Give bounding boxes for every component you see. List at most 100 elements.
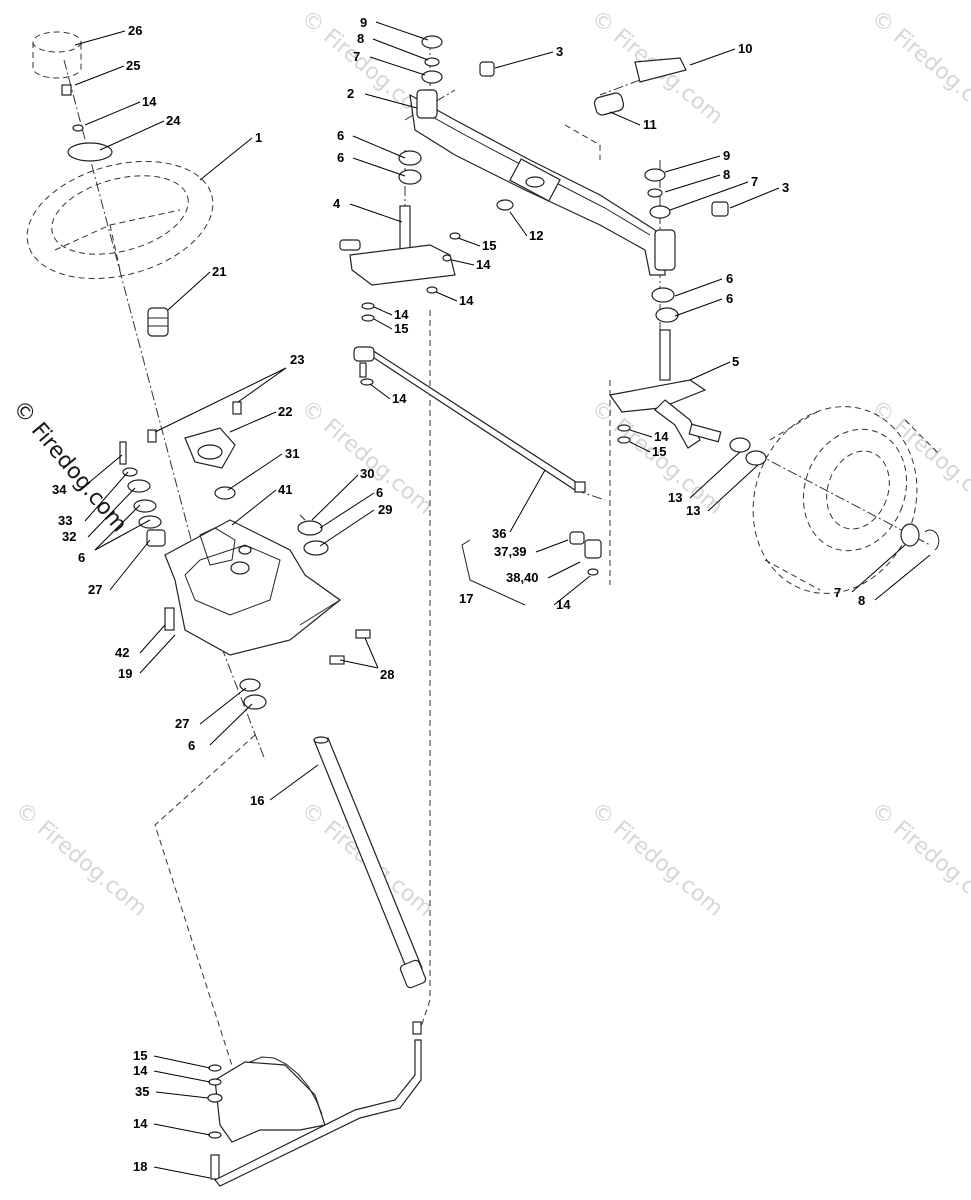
callout-label: 4	[333, 196, 341, 211]
leader-line	[729, 187, 780, 209]
leader-line	[352, 135, 406, 159]
callout-label: 6	[188, 738, 195, 753]
leader-line	[369, 56, 426, 76]
leader-line	[167, 271, 211, 311]
leader-line	[99, 120, 165, 151]
callout-label: 21	[212, 264, 226, 279]
callout-label: 26	[128, 23, 142, 38]
leader-line	[139, 634, 176, 674]
callout-label: 27	[88, 582, 102, 597]
leader-line	[154, 367, 287, 433]
leader-line	[509, 469, 546, 533]
leader-line	[153, 1070, 211, 1083]
callout-label: 15	[482, 238, 496, 253]
callout-label: 13	[686, 503, 700, 518]
leader-line	[457, 237, 481, 247]
drag-link	[214, 1039, 422, 1187]
steering-wheel-assembly	[26, 31, 214, 337]
callout-label: 14	[394, 307, 409, 322]
callout-label: 14	[476, 257, 491, 272]
leader-line	[689, 48, 736, 66]
callout-label: 42	[115, 645, 129, 660]
watermark: © Firedog.com	[586, 797, 727, 921]
leader-line	[609, 111, 641, 126]
callout-label: 41	[278, 482, 292, 497]
callout-label: 15	[652, 444, 666, 459]
callout-label: 15	[133, 1048, 147, 1063]
spindle-left-top	[416, 89, 438, 119]
callout-label: 38,40	[506, 570, 539, 585]
callout-label: 22	[278, 404, 292, 419]
callout-label: 33	[58, 513, 72, 528]
callout-label: 34	[52, 482, 67, 497]
leader-lines	[74, 21, 931, 1179]
callout-label: 37,39	[494, 544, 527, 559]
right-spindle	[608, 287, 767, 466]
leader-line	[352, 157, 406, 177]
callout-label: 6	[726, 271, 733, 286]
callout-label: 3	[782, 180, 789, 195]
leader-line	[375, 21, 429, 41]
leader-line	[311, 474, 359, 521]
tie-rod	[353, 346, 587, 493]
callout-label: 3	[556, 44, 563, 59]
callout-label: 36	[492, 526, 506, 541]
flange-bushing	[239, 678, 261, 692]
leader-line	[84, 471, 129, 522]
callout-label: 24	[166, 113, 181, 128]
leader-line	[451, 259, 475, 266]
leader-line	[629, 429, 653, 438]
callout-label: 10	[738, 41, 752, 56]
leader-line	[269, 764, 319, 801]
callout-label: 32	[62, 529, 76, 544]
watermark: © Firedog.com	[866, 5, 971, 129]
steering-cap	[32, 31, 82, 53]
callout-label: 25	[126, 58, 140, 73]
callout-label: 6	[726, 291, 733, 306]
callout-label: 31	[285, 446, 299, 461]
washer	[72, 124, 84, 132]
leader-line	[509, 211, 528, 237]
leader-line	[339, 659, 379, 669]
leader-line	[319, 509, 375, 547]
callout-label: 15	[394, 321, 408, 336]
leader-line	[874, 554, 931, 601]
callout-label: 14	[556, 597, 571, 612]
leader-line	[319, 492, 375, 529]
callout-label: 19	[118, 666, 132, 681]
callout-label: 7	[834, 585, 841, 600]
leader-line	[364, 637, 379, 669]
reference-lines	[154, 124, 611, 1076]
leader-line	[674, 298, 723, 317]
leader-line	[669, 181, 749, 211]
leader-line	[139, 624, 166, 654]
sector-gear-assembly	[207, 1021, 422, 1187]
callout-label: 7	[353, 49, 360, 64]
callout-label: 2	[347, 86, 354, 101]
leader-line	[629, 441, 651, 453]
leader-line	[364, 93, 418, 109]
callout-label: 14	[392, 391, 407, 406]
watermark: © Firedog.com	[296, 395, 437, 519]
leader-line	[689, 361, 731, 381]
leader-line	[664, 155, 721, 173]
watermark: © Firedog.com	[866, 395, 971, 519]
wheel-disc	[67, 142, 113, 162]
ball-joint-group	[461, 531, 602, 606]
steering-wheel	[26, 160, 214, 280]
leader-line	[209, 703, 253, 746]
leader-line	[372, 38, 429, 61]
leader-line	[84, 101, 141, 126]
callout-label: 14	[133, 1063, 148, 1078]
leader-line	[153, 1123, 211, 1136]
leader-line	[349, 203, 403, 223]
callout-label: 28	[380, 667, 394, 682]
callout-label: 8	[357, 31, 364, 46]
front-wheel	[752, 406, 941, 594]
leader-line	[369, 383, 391, 400]
callout-label: 23	[290, 352, 304, 367]
leader-line	[199, 687, 247, 725]
leader-line	[851, 544, 906, 593]
steering-shaft	[313, 736, 427, 989]
leader-line	[535, 539, 569, 553]
